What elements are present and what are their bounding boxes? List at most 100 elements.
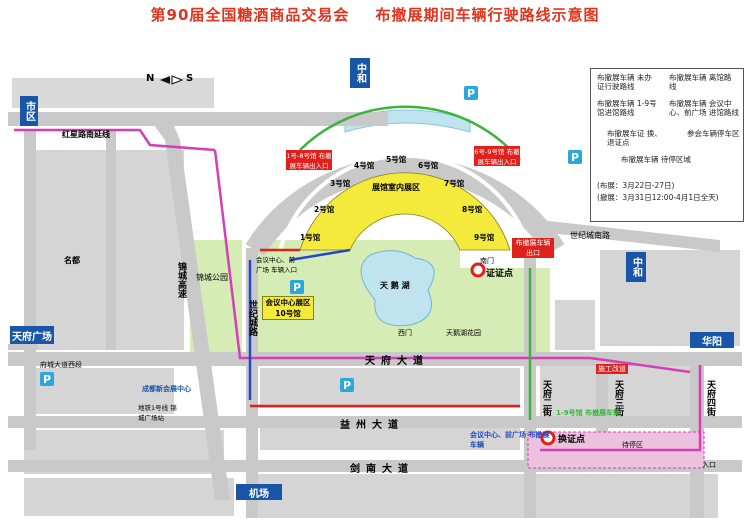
- road-label-tianfu: 天府大道: [365, 356, 429, 367]
- cert-point-2: 换证点: [558, 435, 586, 445]
- svg-text:P: P: [467, 87, 475, 100]
- legend-i3: 布撤展车辆 1-9号馆进馆路线: [597, 99, 657, 117]
- road-label-shiji-south: 世纪城南路: [570, 231, 610, 240]
- svg-text:P: P: [571, 151, 579, 164]
- legend-i7: 布撤展车辆 待停区域: [621, 155, 691, 164]
- parking-icon: P: [568, 150, 582, 164]
- place-west-gate: 西门: [398, 329, 412, 337]
- road-label-mingdu: 名都: [64, 256, 80, 265]
- page-title: 第90届全国糖酒商品交易会 布撤展期间车辆行驶路线示意图: [0, 4, 750, 25]
- road-shiji-south: [540, 220, 720, 252]
- road-label-shiji-left: 世纪城路: [247, 300, 257, 336]
- place-south-gate: 南门: [480, 257, 494, 265]
- place-hall-center: 展馆室内展区: [372, 183, 420, 192]
- svg-text:P: P: [293, 281, 301, 294]
- hall-4: 4号馆: [354, 161, 375, 170]
- parking-icon: P: [340, 378, 354, 392]
- land-block: [555, 300, 595, 350]
- route-magenta-1: [14, 128, 216, 152]
- route-note-1-9: 1-9号馆 布撤展车辆: [556, 409, 621, 417]
- land-block: [258, 474, 718, 518]
- land-block: [600, 250, 740, 346]
- road-label-jincheng-gaosu: 锦城高速: [176, 262, 186, 298]
- route-magenta-3: [540, 365, 702, 452]
- road-label-tianfu-er: 天府二街: [541, 380, 551, 416]
- place-lake: 天 鹅 湖: [380, 281, 410, 290]
- sign-tianfu-square: 天府广场: [10, 326, 54, 344]
- road-label-fucheng: 府城大道西段: [40, 361, 82, 369]
- arc-road-outer: [245, 156, 565, 256]
- road-jincheng-east: [106, 130, 116, 350]
- road-fucheng: [24, 130, 36, 450]
- road-shiji-left: [246, 248, 258, 518]
- legend-i1: 布撤展车辆 未办证行驶路线: [597, 73, 652, 91]
- legend-i8: (布展：3月22日-27日): [597, 181, 675, 190]
- hall-entrance-6-9: 6号-9号馆 布撤展车辆出入口: [474, 146, 520, 166]
- sign-airport: 机场: [236, 484, 282, 500]
- sign-huayang: 华阳: [690, 332, 734, 348]
- place-metro: 地铁1号线 锦城广场站: [138, 404, 177, 422]
- compass: [160, 75, 184, 85]
- road-label-tianfu-si: 天府四街: [705, 380, 715, 416]
- land-block: [260, 428, 520, 450]
- place-jinxiu-park: 锦城公园: [196, 273, 228, 282]
- route-green-1: [299, 105, 521, 161]
- hall-5: 5号馆: [386, 155, 407, 164]
- place-chengdu-center: 成都新会展中心: [142, 385, 191, 393]
- parking-icon: P: [290, 280, 304, 294]
- queue-zone-label: 待停区: [622, 441, 643, 449]
- legend-i4: 布撤展车辆 会议中心、前广场 进馆路线: [669, 99, 739, 117]
- hall-1: 1号馆: [300, 233, 321, 242]
- parking-icon: P: [464, 86, 478, 100]
- cert-point-marker: [470, 262, 486, 278]
- road-label-tianfu-san: 天府三街: [613, 380, 623, 416]
- route-blue-2: [289, 248, 351, 262]
- hall-7: 7号馆: [444, 179, 465, 188]
- hall-2: 2号馆: [314, 205, 335, 214]
- south-exit: 布撤展车辆 出口: [512, 238, 554, 258]
- road-hongxing: [8, 112, 388, 126]
- road-stub: [8, 344, 38, 350]
- arc-road-inner: [278, 153, 532, 251]
- lake: [360, 250, 435, 327]
- place-conference-center: 会议中心展区 10号馆: [262, 296, 314, 320]
- road-yizhou: [8, 416, 742, 428]
- hall-entrance-1-8: 1号-8号馆 布撤展车辆出入口: [286, 150, 332, 170]
- legend-i5: 布撤展车证 换、退证点: [607, 129, 662, 147]
- title-subject: 布撤展期间车辆行驶路线示意图: [375, 6, 600, 24]
- land-block: [12, 78, 214, 108]
- cert-point-marker: [540, 430, 556, 446]
- parking-icon: P: [40, 372, 54, 386]
- svg-text:P: P: [343, 379, 351, 392]
- compass-n: N: [146, 73, 155, 84]
- road-label-hongxing: 红星路南延线: [62, 130, 110, 139]
- hall-3: 3号馆: [330, 179, 351, 188]
- title-event: 第90届全国糖酒商品交易会: [150, 6, 350, 24]
- land-block: [24, 478, 234, 516]
- road-label-jiannan: 剑南大道: [350, 464, 414, 475]
- legend-i6: 参会车辆停车区: [687, 129, 740, 138]
- legend-i9: (撤展：3月31日12:00-4月1日全天): [597, 193, 719, 202]
- road-jincheng-gaosu: [150, 112, 230, 500]
- hall-6: 6号馆: [418, 161, 439, 170]
- hall-8: 8号馆: [462, 205, 483, 214]
- sign-zhonghe-right: 中和: [626, 252, 646, 282]
- place-tianfu-park: 天鹅湖花园: [446, 329, 481, 337]
- svg-text:P: P: [43, 373, 51, 386]
- legend: 布撤展车辆 未办证行驶路线 布撤展车辆 离馆路线 布撤展车辆 1-9号馆进馆路线…: [590, 68, 744, 222]
- halls-fan: [299, 172, 511, 251]
- entrance-1: 入口: [702, 461, 716, 469]
- sign-shiqu: 市区: [20, 96, 38, 126]
- compass-s: S: [186, 73, 194, 84]
- hall-9: 9号馆: [474, 233, 495, 242]
- construction-note: 施工改道: [596, 364, 628, 374]
- route-magenta-2: [213, 149, 691, 374]
- route-note-conf: 会议中心、前广场 布撤展车辆: [470, 431, 550, 449]
- land-block: [24, 150, 184, 350]
- sign-zhonghe-top: 中和: [350, 58, 370, 88]
- legend-i2: 布撤展车辆 离馆路线: [669, 73, 732, 91]
- road-label-yizhou: 益州大道: [340, 420, 404, 431]
- land-block: [260, 368, 520, 408]
- place-conference-parking: 会议中心、前广场 车辆入口: [256, 256, 298, 274]
- cert-point-1: 证证点: [486, 269, 514, 279]
